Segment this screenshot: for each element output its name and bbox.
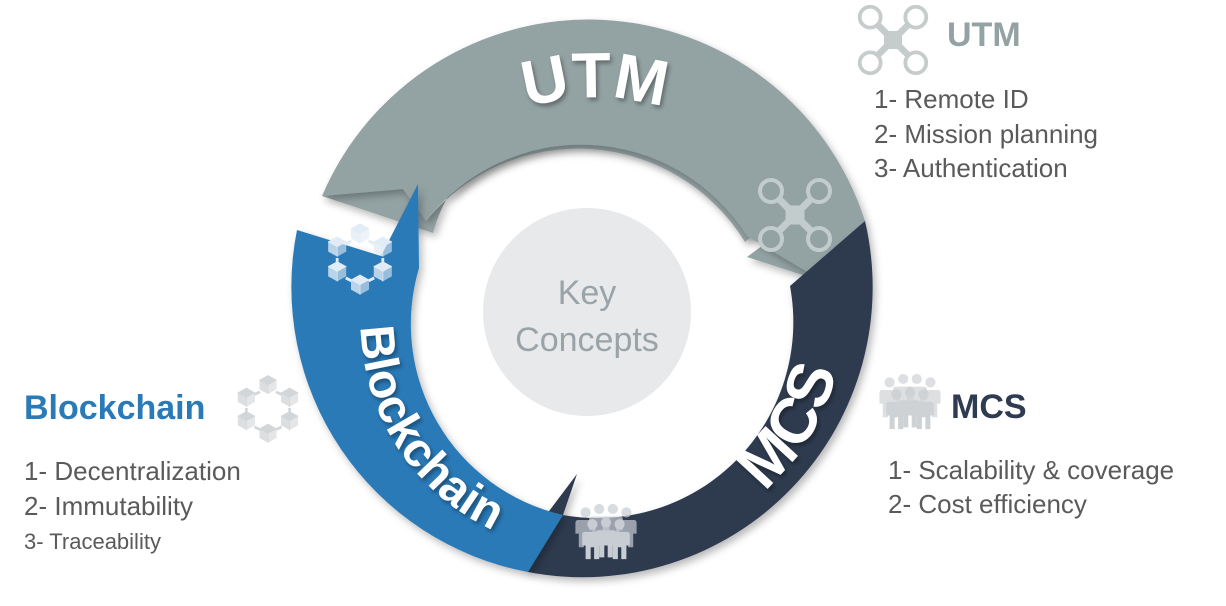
blockchain-item-2: 2- Immutability bbox=[24, 491, 193, 521]
utm-item-1: 1- Remote ID bbox=[874, 84, 1029, 114]
drone-icon bbox=[860, 7, 927, 74]
utm-arc-segment-main bbox=[322, 19, 865, 282]
mcs-item-1: 1- Scalability & coverage bbox=[888, 455, 1174, 485]
blockchain-item-3: 3- Traceability bbox=[24, 529, 161, 554]
mcs-arc-segment bbox=[522, 221, 873, 578]
mcs-item-2: 2- Cost efficiency bbox=[888, 489, 1087, 519]
crowd-icon bbox=[879, 374, 940, 429]
blockchain-item-1: 1- Decentralization bbox=[24, 456, 241, 486]
mcs-panel-title: MCS bbox=[951, 388, 1027, 426]
utm-item-3: 3- Authentication bbox=[874, 153, 1068, 183]
center-label-line1: Key bbox=[558, 274, 617, 312]
center-label-line2: Concepts bbox=[515, 321, 659, 359]
utm-panel-title: UTM bbox=[947, 16, 1021, 54]
utm-arc-label: UTM bbox=[515, 39, 675, 120]
utm-item-2: 2- Mission planning bbox=[874, 119, 1098, 149]
blockchain-panel-title: Blockchain bbox=[24, 389, 205, 427]
center-circle bbox=[483, 208, 691, 416]
blockchain-cubes-icon bbox=[238, 376, 297, 443]
